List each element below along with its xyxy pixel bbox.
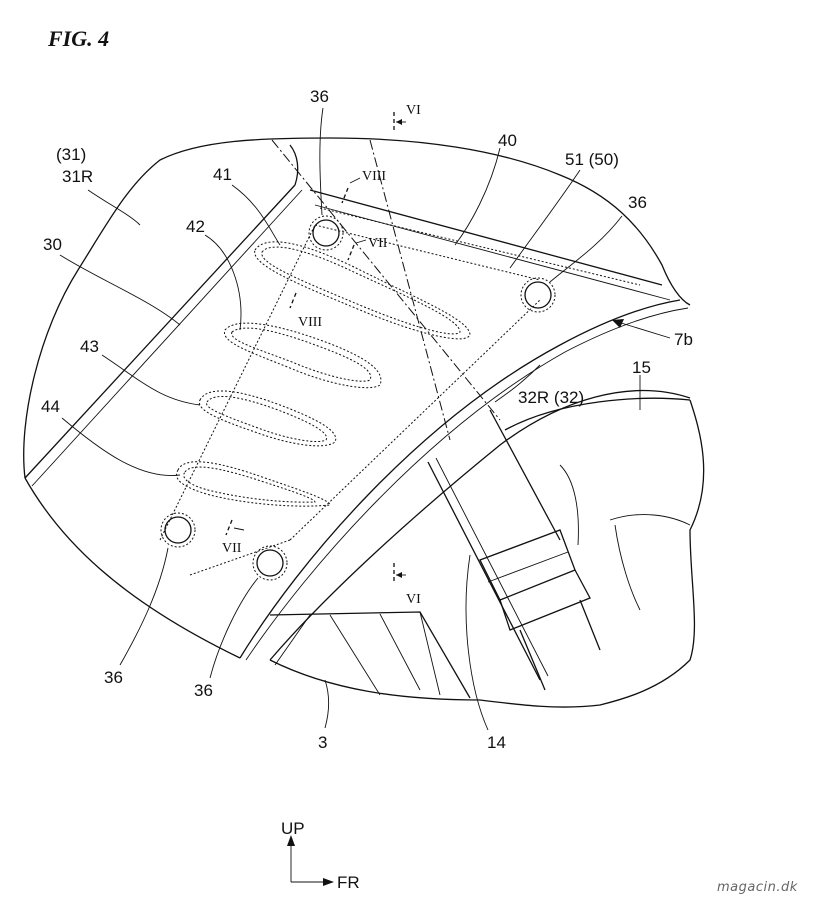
- frame-member-14: [428, 410, 600, 690]
- fastener-36-right: [521, 278, 555, 312]
- section-marker-vii-top: [348, 240, 366, 260]
- cover-body-outline: [24, 138, 704, 707]
- label-36-bottom-left: 36: [104, 668, 123, 687]
- air-guide-plate: [160, 140, 640, 575]
- section-viii-mid: VIII: [298, 315, 322, 330]
- slot-43: [199, 391, 335, 446]
- section-vi-bottom: VI: [406, 592, 421, 607]
- label-44: 44: [41, 397, 60, 416]
- arrow-7b: [612, 319, 670, 338]
- slot-41: [255, 242, 470, 339]
- orientation-fr-label: FR: [337, 873, 360, 892]
- section-vii-top: VII: [368, 236, 388, 251]
- label-30: 30: [43, 235, 62, 254]
- section-marker-vii-bottom: [226, 520, 244, 535]
- part-3: [270, 612, 470, 698]
- side-cover-panel: [25, 145, 690, 660]
- part-15: [505, 398, 690, 610]
- label-36-right: 36: [628, 193, 647, 212]
- label-7b: 7b: [674, 330, 693, 349]
- label-36-bottom-mid: 36: [194, 681, 213, 700]
- label-31r: 31R: [62, 167, 93, 186]
- label-43: 43: [80, 337, 99, 356]
- label-31: (31): [56, 145, 86, 164]
- label-42: 42: [186, 217, 205, 236]
- label-15: 15: [632, 358, 651, 377]
- section-marker-vi-top: [394, 112, 406, 132]
- section-viii-top: VIII: [362, 169, 386, 184]
- orientation-arrows: [287, 835, 334, 886]
- forward-arrow-icon: [323, 878, 334, 886]
- slot-44: [177, 462, 330, 506]
- section-marker-vi-bottom: [394, 563, 406, 583]
- label-36-top: 36: [310, 87, 329, 106]
- slot-42: [224, 323, 380, 388]
- section-vi-top: VI: [406, 103, 421, 118]
- orientation-up-label: UP: [281, 819, 305, 838]
- label-3: 3: [318, 733, 327, 752]
- section-vii-bottom: VII: [222, 541, 242, 556]
- figure-title: FIG. 4: [47, 26, 109, 51]
- label-51-50: 51 (50): [565, 150, 619, 169]
- label-40: 40: [498, 131, 517, 150]
- label-14: 14: [487, 733, 506, 752]
- watermark: magacin.dk: [717, 880, 798, 895]
- label-32r-32: 32R (32): [518, 388, 584, 407]
- label-41: 41: [213, 165, 232, 184]
- fastener-36-top: [309, 216, 343, 250]
- section-marker-viii-mid: [290, 293, 296, 308]
- fastener-36-bottom-left: [161, 513, 195, 547]
